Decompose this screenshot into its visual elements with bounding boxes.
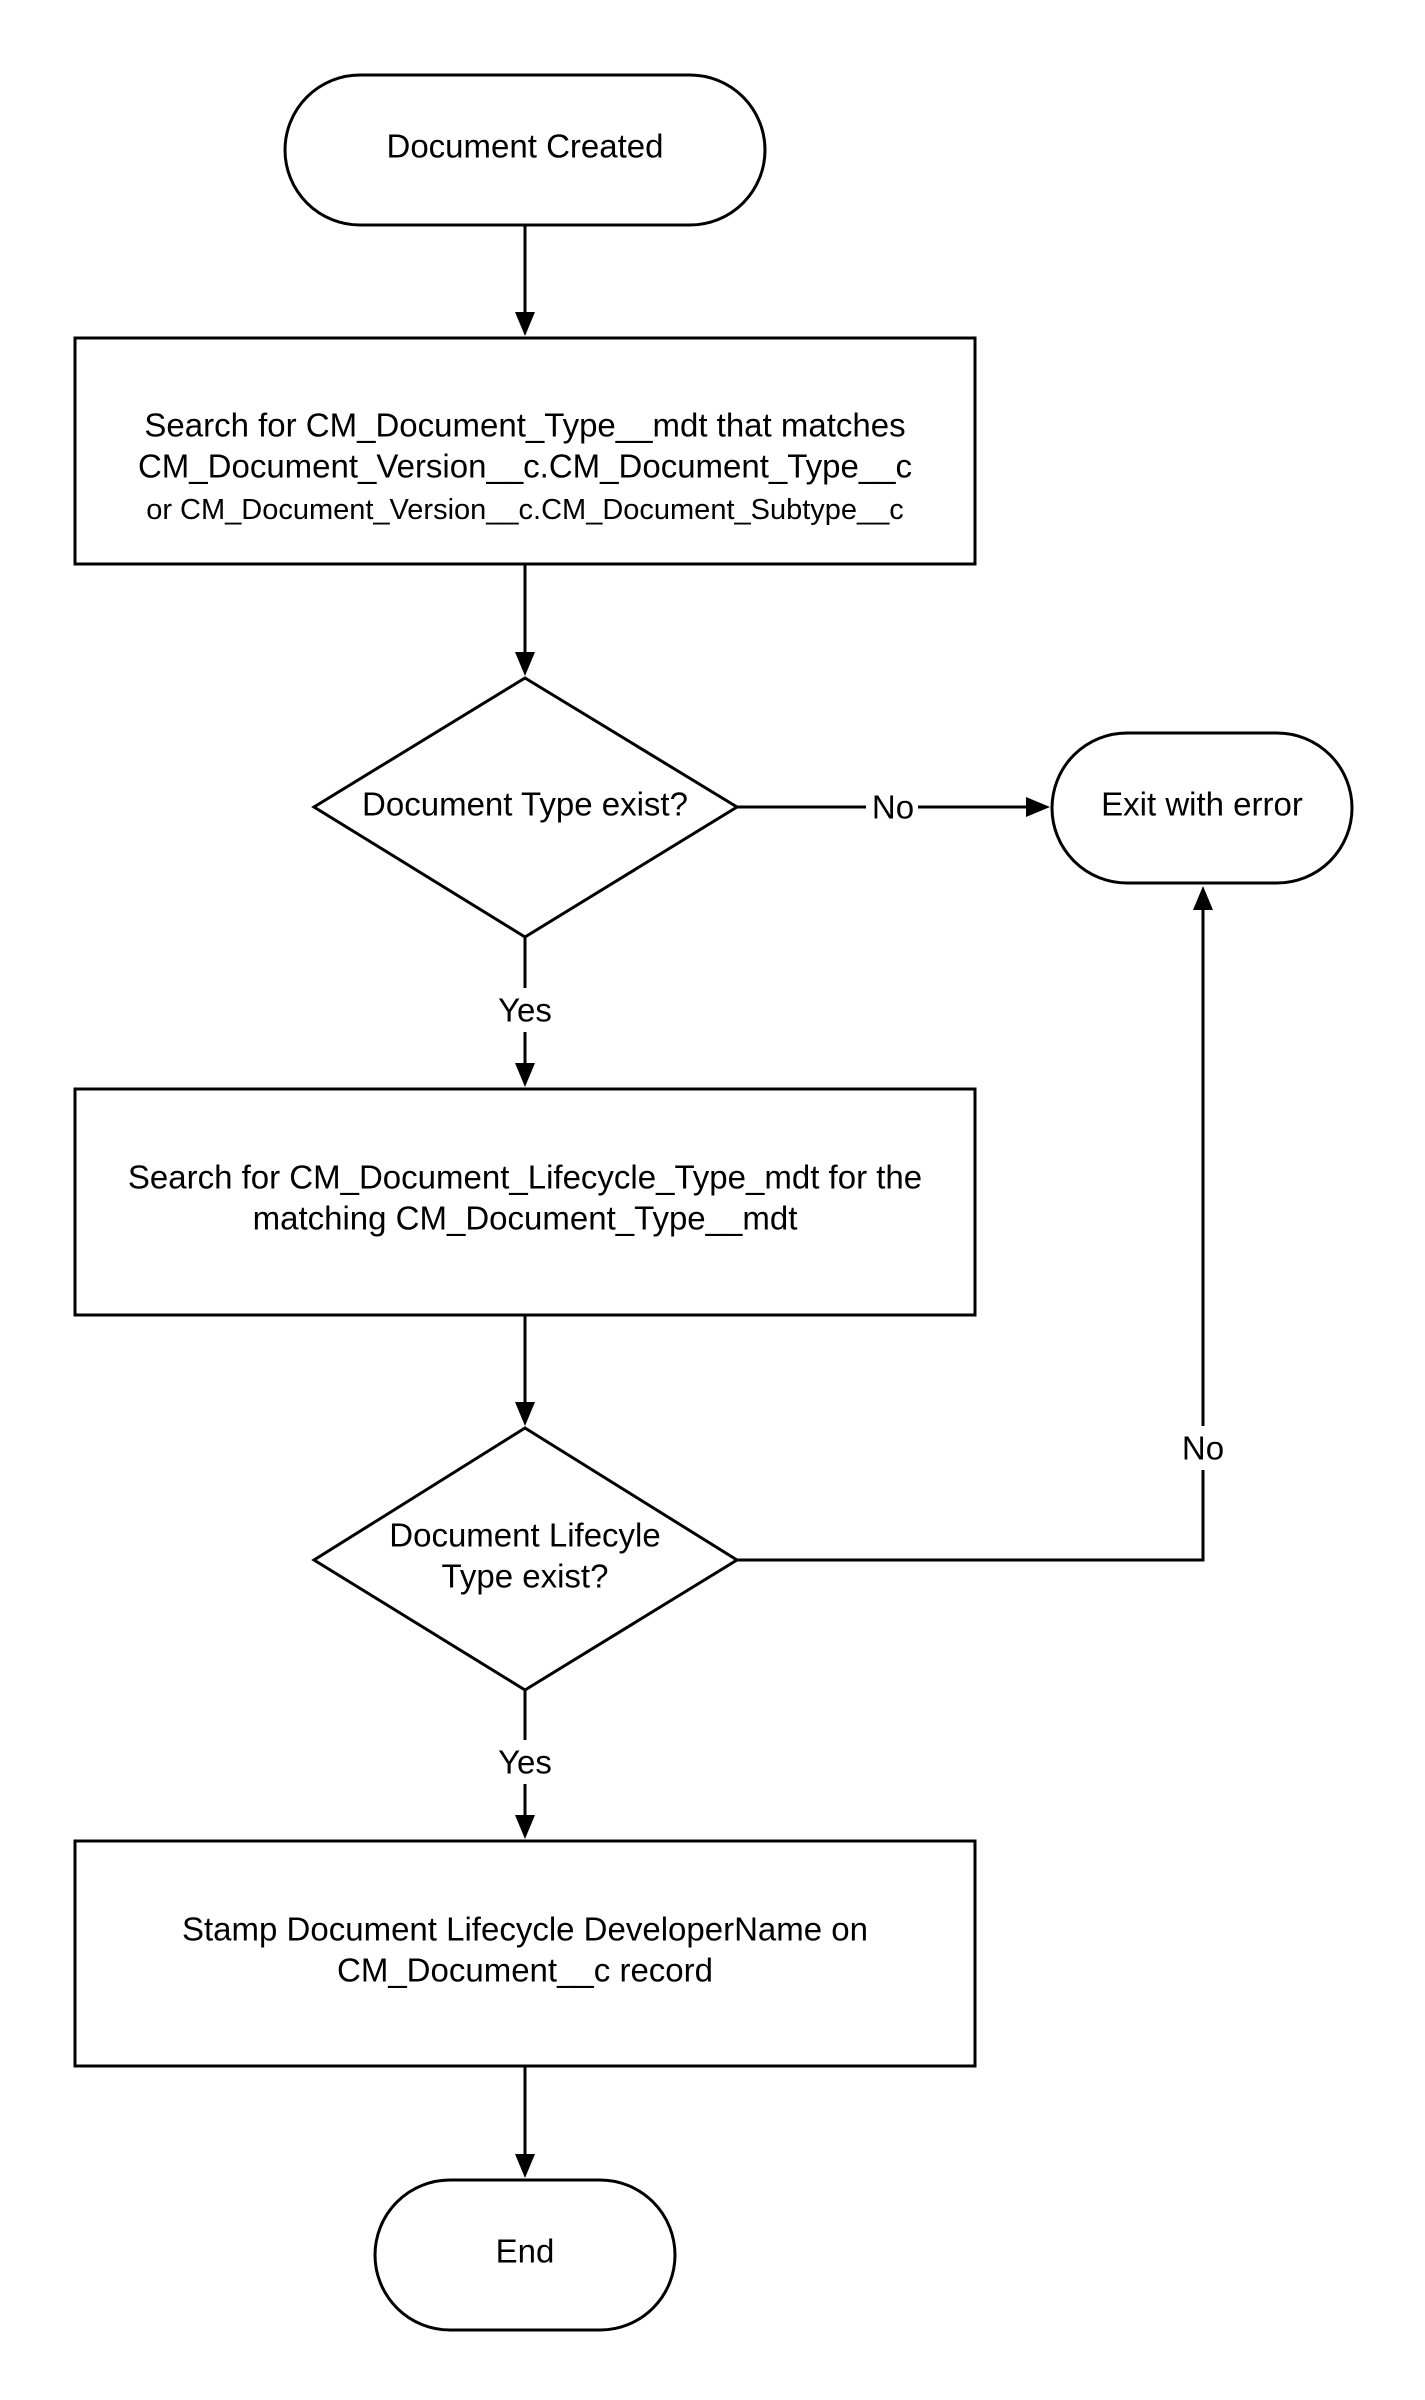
node-stamp-line-2: CM_Document__c record — [337, 1952, 713, 1989]
node-search-lifecycle-line-1: Search for CM_Document_Lifecycle_Type_md… — [128, 1159, 922, 1196]
node-search-type-line-2: CM_Document_Version__c.CM_Document_Type_… — [138, 448, 912, 485]
node-document-type-exist: Document Type exist? — [311, 676, 740, 939]
edge-label-lifecycle-no: No — [1182, 1430, 1224, 1467]
arrowhead-lifecycle-decision — [515, 1402, 535, 1426]
decision-type-shape — [311, 676, 740, 939]
node-document-created: Document Created — [283, 73, 767, 227]
node-document-lifecycle-exist: Document Lifecyle Type exist? — [311, 1426, 740, 1692]
node-lifecycle-exist-line-2: Type exist? — [442, 1558, 609, 1595]
node-stamp-line-1: Stamp Document Lifecycle DeveloperName o… — [182, 1911, 868, 1948]
arrowhead-end — [515, 2154, 535, 2178]
node-end: End — [373, 2178, 677, 2332]
node-stamp-lifecycle: Stamp Document Lifecycle DeveloperName o… — [73, 1839, 977, 2068]
decision-lifecycle-shape — [311, 1426, 740, 1692]
edge-lifecycle-no — [737, 910, 1205, 1562]
node-search-lifecycle-line-2: matching CM_Document_Type__mdt — [253, 1200, 798, 1237]
process-search-type-shape — [73, 336, 977, 566]
node-exit-label: Exit with error — [1101, 786, 1303, 823]
arrowhead-search-type — [515, 312, 535, 336]
arrowhead-exit-from-type — [1026, 797, 1050, 817]
edges: No Yes No Yes — [490, 225, 1230, 2178]
node-start-label: Document Created — [387, 128, 664, 165]
edge-label-type-yes: Yes — [498, 992, 552, 1029]
arrowhead-exit-from-lifecycle — [1193, 886, 1213, 910]
node-search-type-line-3: or CM_Document_Version__c.CM_Document_Su… — [146, 494, 904, 526]
arrowhead-search-lifecycle — [515, 1063, 535, 1087]
terminal-start-shape — [283, 73, 767, 227]
terminal-exit-shape — [1050, 731, 1354, 885]
terminal-end-shape — [373, 2178, 677, 2332]
process-search-lifecycle-shape — [73, 1087, 977, 1317]
process-stamp-shape — [73, 1839, 977, 2068]
node-exit-with-error: Exit with error — [1050, 731, 1354, 885]
arrowhead-stamp — [515, 1815, 535, 1839]
node-end-label: End — [496, 2233, 555, 2270]
node-search-type-line-1: Search for CM_Document_Type__mdt that ma… — [144, 407, 905, 444]
node-lifecycle-exist-line-1: Document Lifecyle — [389, 1517, 660, 1554]
edge-label-lifecycle-yes: Yes — [498, 1744, 552, 1781]
node-search-lifecycle-type: Search for CM_Document_Lifecycle_Type_md… — [73, 1087, 977, 1317]
node-type-exist-label: Document Type exist? — [362, 786, 688, 823]
node-search-document-type: Search for CM_Document_Type__mdt that ma… — [73, 336, 977, 566]
arrowhead-type-decision — [515, 652, 535, 676]
edge-label-type-no: No — [872, 789, 914, 826]
